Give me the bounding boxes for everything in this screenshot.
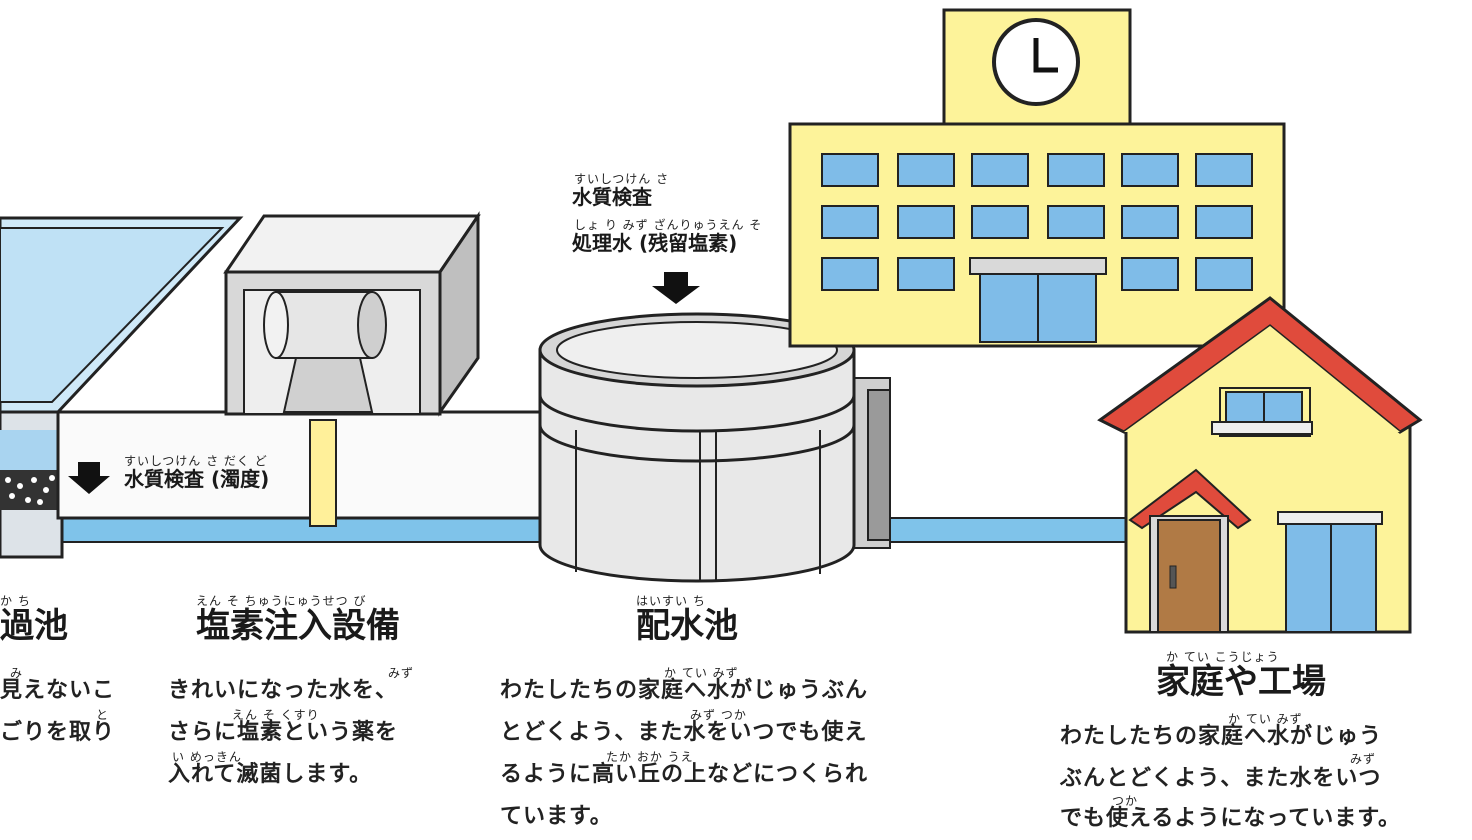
homes-body-ruby: つか: [1112, 794, 1139, 808]
filter-body-line: 見えないこ: [0, 678, 116, 703]
down-arrow-icon: [652, 272, 700, 304]
distribution-body-line: わたしたちの家庭へ水がじゅうぶん: [500, 678, 869, 703]
distribution-title-ruby: はいすい ち: [636, 594, 706, 608]
house: [1097, 296, 1423, 634]
homes-title-ruby: か てい こうじょう: [1166, 650, 1280, 664]
chlorine-body-line: きれいになった水を、: [168, 678, 399, 703]
homes-body-ruby: みず: [1350, 752, 1377, 766]
chlorine-injection-equipment: [223, 211, 481, 417]
distribution-reservoir: [538, 312, 891, 583]
reservoir-check-ruby-2: しょ り みず ざんりゅうえん そ: [574, 218, 763, 232]
support-post: [309, 419, 337, 527]
reservoir-check-label-1: 水質検査: [572, 185, 652, 209]
chlorine-body-line: さらに塩素という薬を: [168, 720, 399, 745]
chlorine-title: 塩素注入設備: [196, 606, 400, 646]
filter-body-ruby: み: [10, 666, 24, 680]
distribution-body-line: ています。: [500, 804, 613, 829]
homes-body-line: ぶんとどくよう、また水をいつ: [1060, 766, 1382, 791]
chlorine-body-line: 入れて滅菌します。: [168, 762, 373, 787]
homes-title: 家庭や工場: [1156, 662, 1326, 702]
homes-body-line: でも使えるようになっています。: [1060, 806, 1402, 831]
reservoir-check-ruby-1: すいしつけん さ: [574, 172, 670, 186]
distribution-body-ruby: たか おか うえ: [606, 750, 694, 764]
chlorine-body-ruby: えん そ くすり: [232, 708, 320, 722]
filter-body-ruby: と: [96, 708, 110, 722]
distribution-body-ruby: みず つか: [690, 708, 747, 722]
homes-body-line: わたしたちの家庭へ水がじゅう: [1060, 724, 1383, 749]
distribution-title: 配水池: [636, 606, 738, 646]
distribution-body-ruby: か てい みず: [664, 666, 739, 680]
down-arrow-icon: [68, 462, 110, 494]
quality-check-label: 水質検査 (濁度): [124, 467, 270, 491]
chlorine-body-ruby: い めっきん: [172, 750, 242, 764]
filter-title: 過池: [0, 606, 68, 646]
distribution-body-line: るように高い丘の上などにつくられ: [500, 762, 869, 787]
school-building: [788, 8, 1286, 348]
filter-title-ruby: か ち: [0, 594, 31, 608]
homes-body-ruby: か てい みず: [1228, 712, 1303, 726]
reservoir-check-label-2: 処理水 (残留塩素): [572, 231, 738, 255]
chlorine-body-ruby: みず: [388, 666, 415, 680]
distribution-body-line: とどくよう、また水をいつでも使え: [500, 720, 868, 745]
quality-check-ruby: すいしつけん さ だく ど: [124, 454, 268, 468]
chlorine-title-ruby: えん そ ちゅうにゅうせつ び: [196, 594, 367, 608]
filter-body-line: ごりを取り: [0, 720, 116, 745]
